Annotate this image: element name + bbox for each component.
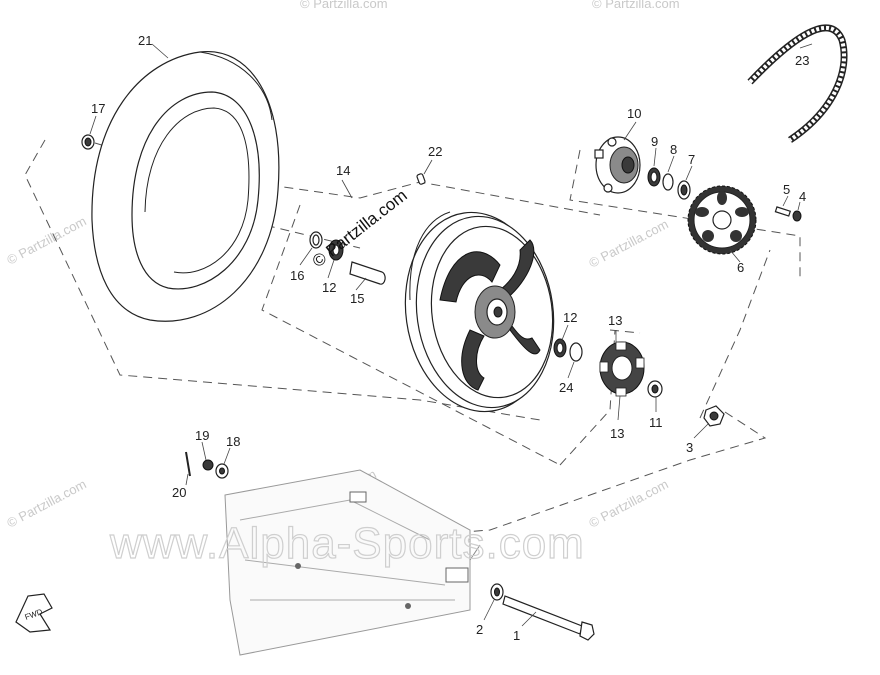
sprocket-bolt-nut	[774, 206, 802, 222]
watermark-partzilla-7: © Partzilla.com	[586, 476, 670, 530]
tire	[91, 50, 280, 322]
valve-stem	[416, 173, 426, 185]
watermark-partzilla-4: © Partzilla.com	[586, 216, 670, 270]
watermark-partzilla-center: © Partzilla.com	[309, 186, 411, 272]
left-bearings-spacer	[309, 231, 386, 285]
part-labels: 21 17 14 22 16 12 15 10 9 8 7 5 4 6 23 1…	[91, 33, 809, 643]
label-18: 18	[226, 434, 240, 449]
watermark-partzilla-5: © Partzilla.com	[4, 476, 88, 530]
wheel-rim	[404, 211, 555, 413]
label-21: 21	[138, 33, 152, 48]
washer-17	[81, 134, 95, 150]
label-8: 8	[670, 142, 677, 157]
hub-damper	[599, 341, 645, 397]
label-5: 5	[783, 182, 790, 197]
watermark-alpha-sports: www.Alpha-Sports.com	[109, 519, 585, 568]
label-15: 15	[350, 291, 364, 306]
label-14: 14	[336, 163, 350, 178]
rear-axle	[490, 583, 595, 641]
label-20: 20	[172, 485, 186, 500]
watermark-partzilla-2: © Partzilla.com	[592, 0, 680, 11]
label-23: 23	[795, 53, 809, 68]
drive-chain	[747, 24, 848, 143]
rear-sprocket	[687, 185, 757, 255]
label-19: 19	[195, 428, 209, 443]
label-2: 2	[476, 622, 483, 637]
collar-and-axle-nut	[647, 380, 725, 427]
label-13-top: 13	[608, 313, 622, 328]
forward-arrow-icon: FWD	[15, 593, 53, 633]
label-13-bottom: 13	[610, 426, 624, 441]
right-bearing-ring	[553, 338, 583, 362]
label-3: 3	[686, 440, 693, 455]
swing-arm	[224, 469, 481, 656]
label-9: 9	[651, 134, 658, 149]
label-10: 10	[627, 106, 641, 121]
label-1: 1	[513, 628, 520, 643]
label-4: 4	[799, 189, 806, 204]
label-12-right: 12	[563, 310, 577, 325]
label-16: 16	[290, 268, 304, 283]
hub-bearings	[647, 167, 691, 200]
label-12-left: 12	[322, 280, 336, 295]
sprocket-hub	[594, 136, 641, 194]
label-11: 11	[649, 415, 663, 430]
label-6: 6	[737, 260, 744, 275]
label-17: 17	[91, 101, 105, 116]
label-22: 22	[428, 144, 442, 159]
adjuster-pin-nut-washer	[185, 451, 229, 479]
label-7: 7	[688, 152, 695, 167]
label-24: 24	[559, 380, 573, 395]
watermark-partzilla-1: © Partzilla.com	[300, 0, 388, 11]
leader-lines	[89, 43, 813, 627]
